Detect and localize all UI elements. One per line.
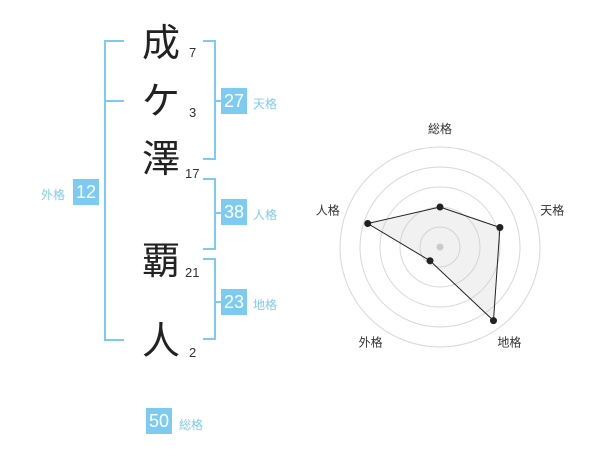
jinkaku-bracket-spine [214,178,216,250]
jinkaku-bracket-tick [214,212,222,214]
chikaku-bracket-top [203,258,216,260]
jinkaku-value: 38 [221,199,247,225]
tenkaku-value: 27 [221,88,247,114]
chikaku-bracket-tick [214,301,222,303]
jinkaku-bracket-bottom [203,248,216,250]
chikaku-bracket-spine [214,258,216,340]
jinkaku-label: 人格 [253,208,278,222]
name-char-4: 覇 [142,239,181,283]
gaikaku-label: 外格 [41,188,66,202]
gaikaku-bracket-top [104,40,124,42]
stroke-count-4: 21 [185,265,200,280]
stroke-count-1: 7 [189,45,197,60]
radar-ring-1 [419,226,461,268]
stroke-count-5: 2 [189,345,197,360]
name-char-5: 人 [142,319,181,363]
radar-point-1 [436,203,444,211]
radar-ring-3 [379,186,501,308]
tenkaku-label: 天格 [253,97,278,111]
radar-center-dot [436,243,444,251]
chikaku-label: 地格 [253,298,278,312]
gaikaku-bracket-bottom [104,339,124,341]
stroke-count-2: 3 [189,105,197,120]
gaikaku-value: 12 [73,179,99,205]
radar-axis-label-2: 天格 [540,203,564,218]
tenkaku-bracket-tick [214,100,222,102]
radar-ring-5 [339,146,541,348]
gaikaku-bracket-spine [104,40,106,340]
name-char-2: ケ [142,79,181,123]
radar-axis-label-4: 外格 [359,334,383,349]
radar-point-2 [496,224,504,232]
soukaku-label: 総格 [179,418,204,432]
gaikaku-bracket-mid [104,100,124,102]
name-char-3: 澤 [142,137,181,181]
radar-polygon [366,206,501,322]
chikaku-value: 23 [221,289,247,315]
soukaku-value: 50 [146,408,172,434]
radar-axis-label-3: 地格 [497,334,521,349]
tenkaku-bracket-bottom [203,158,216,160]
tenkaku-bracket-top [203,40,216,42]
jinkaku-bracket-top [203,178,216,180]
stroke-count-3: 17 [185,166,200,181]
radar-axis-label-1: 総格 [428,121,452,136]
radar-point-4 [426,257,434,265]
radar-ring-4 [359,166,521,328]
radar-point-3 [489,317,497,325]
chikaku-bracket-bottom [203,338,216,340]
radar-point-5 [364,220,372,228]
name-char-1: 成 [142,21,181,65]
radar-axis-label-5: 人格 [316,203,340,218]
